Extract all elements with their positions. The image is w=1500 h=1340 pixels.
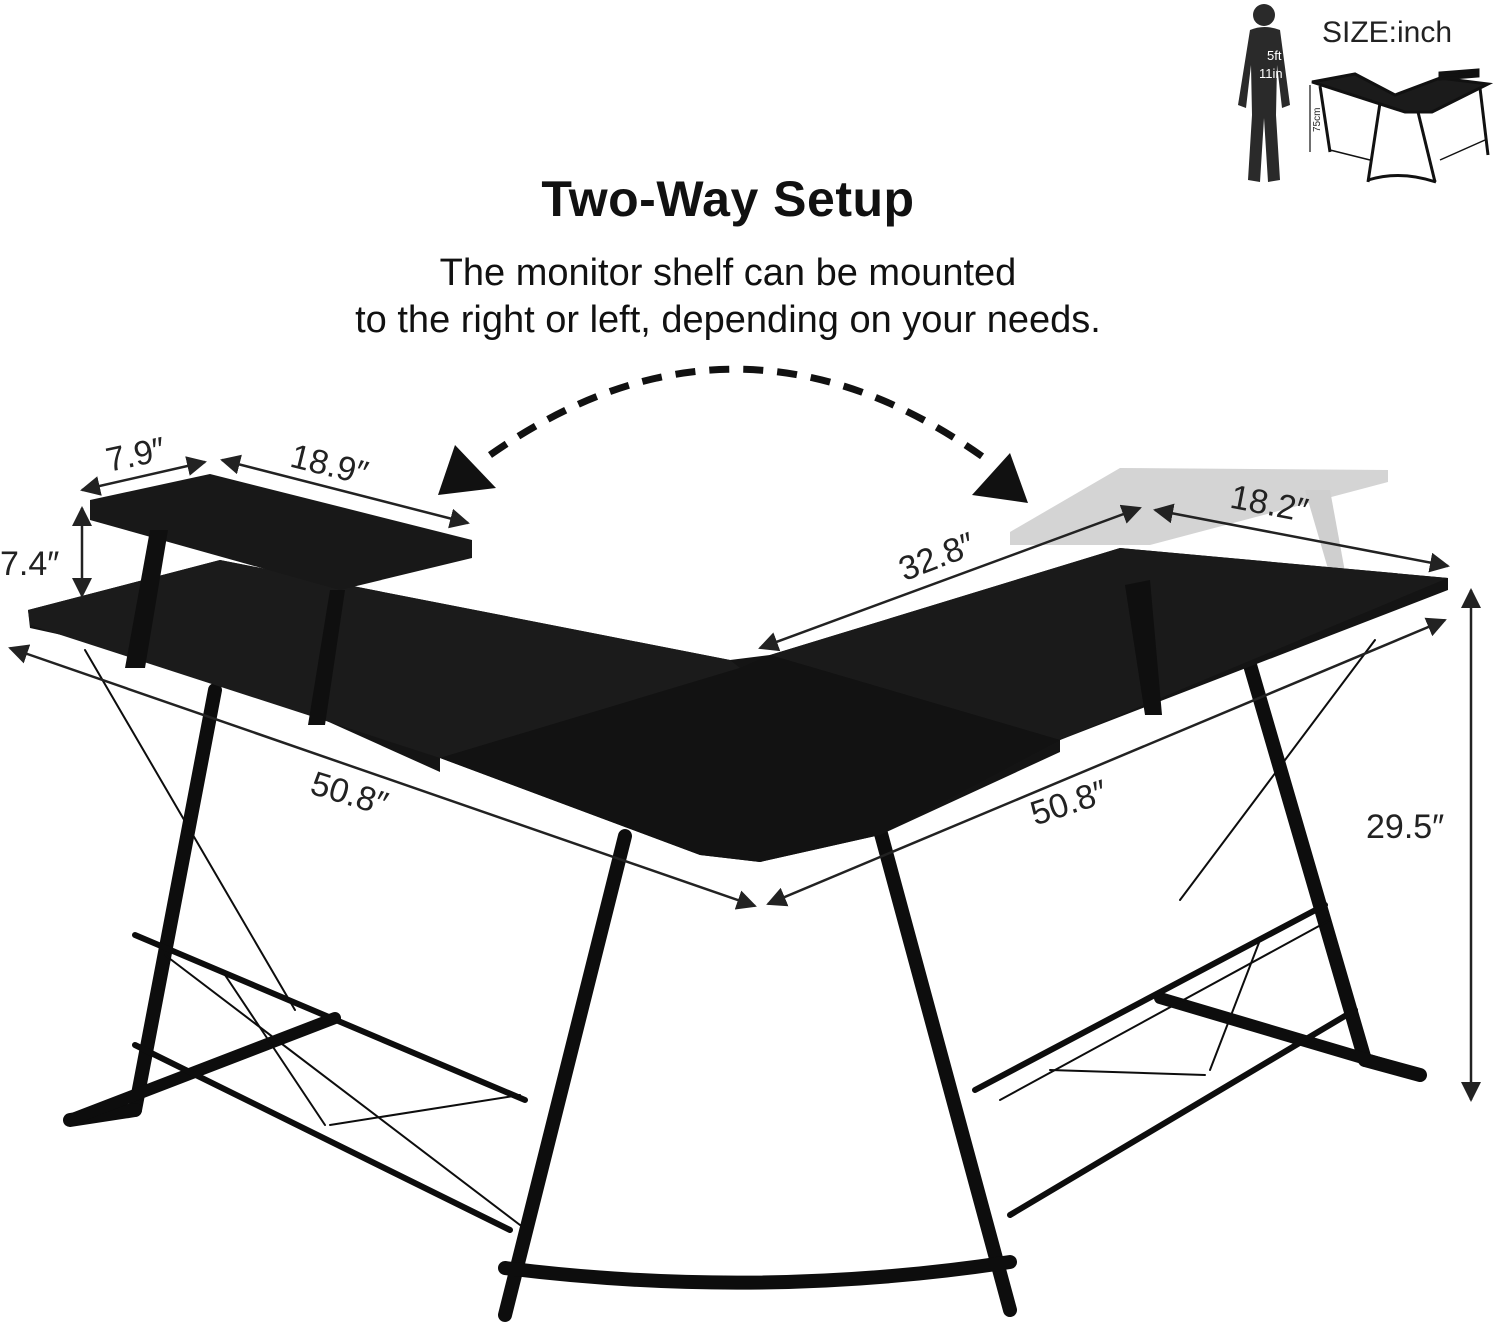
size-unit-label: SIZE:inch [1322, 16, 1453, 49]
mini-desk-icon [1309, 68, 1494, 184]
page-subtitle: The monitor shelf can be mounted to the … [0, 250, 1456, 344]
person-silhouette-icon [1238, 4, 1290, 182]
subtitle-line-2: to the right or left, depending on your … [355, 299, 1101, 341]
desk-top [28, 548, 1448, 862]
dim-shelf-height: 7.4″ [0, 545, 60, 583]
dimension-lines [8, 454, 1481, 1102]
swap-arrowhead-right-icon [972, 453, 1028, 503]
dim-desk-height: 29.5″ [1366, 808, 1445, 846]
person-height-ft: 5ft [1267, 48, 1282, 63]
inset-desk-height: 75cm [1312, 108, 1323, 132]
subtitle-line-1: The monitor shelf can be mounted [439, 252, 1017, 294]
person-height-in: 11in [1259, 66, 1283, 81]
swap-arrowhead-left-icon [438, 445, 496, 495]
swap-arrow [487, 365, 993, 465]
desk-frame [63, 639, 1427, 1322]
page-title: Two-Way Setup [541, 171, 915, 227]
